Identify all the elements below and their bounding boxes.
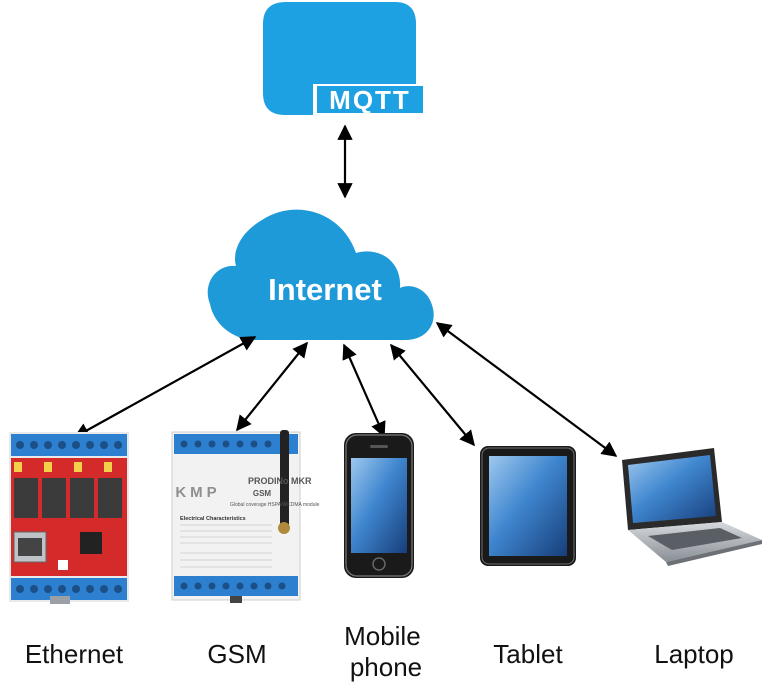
- gsm-module-image: KMP PRODINo MKR GSM Global coverage HSPA…: [171, 430, 320, 603]
- gsm-brand: KMP: [175, 484, 220, 501]
- device-label-ethernet: Ethernet: [25, 639, 124, 669]
- device-label-gsm: GSM: [207, 639, 266, 669]
- connection-arrows: [73, 124, 618, 457]
- gsm-caption: Global coverage HSPA/WCDMA module: [230, 502, 320, 508]
- device-label-mobile-phone: Mobile phone: [344, 621, 428, 682]
- tablet-image: [480, 446, 576, 566]
- device-label-tablet: Tablet: [493, 639, 563, 669]
- laptop-image: [622, 448, 762, 566]
- gsm-title: PRODINo MKR: [248, 476, 312, 486]
- arrow-internet-ethernet: [73, 336, 257, 438]
- arrow-internet-gsm: [236, 341, 308, 432]
- mobile-phone-image: [344, 433, 414, 578]
- internet-label: Internet: [268, 272, 382, 307]
- ethernet-board-image: [9, 432, 129, 604]
- internet-cloud-icon: Internet: [207, 209, 434, 340]
- gsm-subtitle: GSM: [253, 489, 272, 498]
- arrow-internet-laptop: [435, 322, 618, 457]
- mqtt-label: MQTT: [329, 85, 411, 115]
- gsm-table-title: Electrical Characteristics: [180, 516, 246, 522]
- arrow-internet-mobile: [342, 343, 386, 438]
- device-label-laptop: Laptop: [654, 639, 734, 669]
- mqtt-broker-icon: MQTT: [263, 2, 426, 117]
- arrow-internet-tablet: [390, 343, 475, 447]
